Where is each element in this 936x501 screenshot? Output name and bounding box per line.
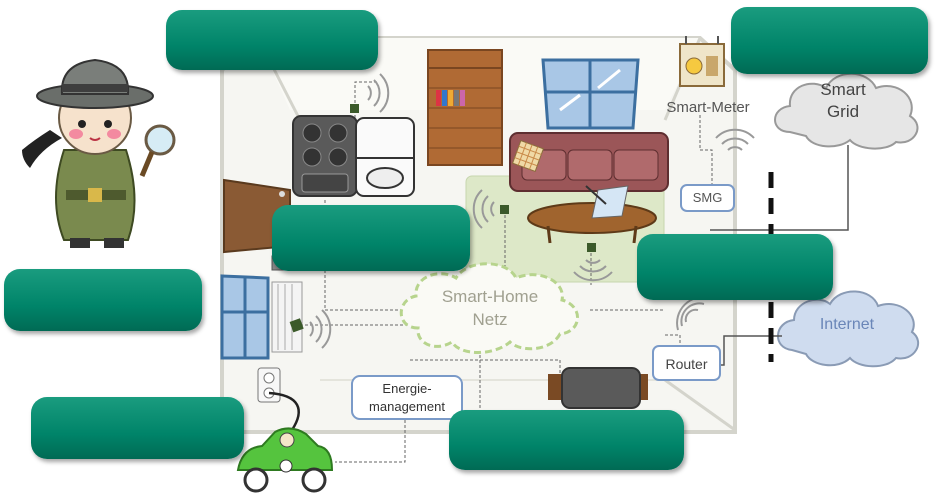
energy-management-box [351, 375, 463, 420]
callout-bottom-left [31, 397, 244, 459]
callout-center-right [637, 234, 833, 300]
detective-illustration [22, 58, 176, 248]
home-net-label-line2: Netz [472, 310, 508, 329]
internet-cloud [777, 290, 919, 368]
callout-top-right [731, 7, 928, 74]
sofa [509, 132, 669, 192]
power-meter-icon [679, 36, 725, 87]
radiator-icon [271, 281, 304, 353]
callout-left [4, 269, 202, 331]
callout-top-left [166, 10, 378, 70]
tablet-icon [585, 185, 629, 219]
energy-management-label-line1: Energie- [382, 381, 432, 396]
callout-bottom-center [449, 410, 684, 470]
smart-grid-label-line1: Smart [820, 80, 866, 99]
home-net-label-line1: Smart-Home [441, 287, 539, 306]
smart-meter-label: Smart-Meter [666, 99, 750, 116]
wall-socket-icon [257, 367, 300, 431]
window-top [541, 58, 640, 130]
sensor [500, 205, 509, 214]
energy-management-label-line2: management [369, 399, 445, 414]
wifi-signal-icon [309, 73, 755, 349]
electric-car-icon [236, 427, 334, 493]
smg-label: SMG [692, 190, 723, 205]
router-box [652, 345, 721, 381]
smart-home-network-cloud [399, 262, 579, 354]
smart-grid-label-line2: Grid [826, 102, 860, 121]
oven-icon [355, 117, 415, 197]
smg-box [680, 184, 735, 212]
stove-icon [292, 115, 358, 197]
cabinet [427, 49, 503, 166]
sensor [587, 243, 596, 252]
tv-icon [548, 367, 648, 409]
grid-connection [710, 145, 849, 231]
window-left [220, 274, 270, 360]
sensor [350, 104, 359, 113]
router-label: Router [665, 356, 708, 372]
smart-grid-cloud [774, 72, 919, 150]
internet-label: Internet [819, 316, 875, 333]
callout-center-left [272, 205, 470, 271]
